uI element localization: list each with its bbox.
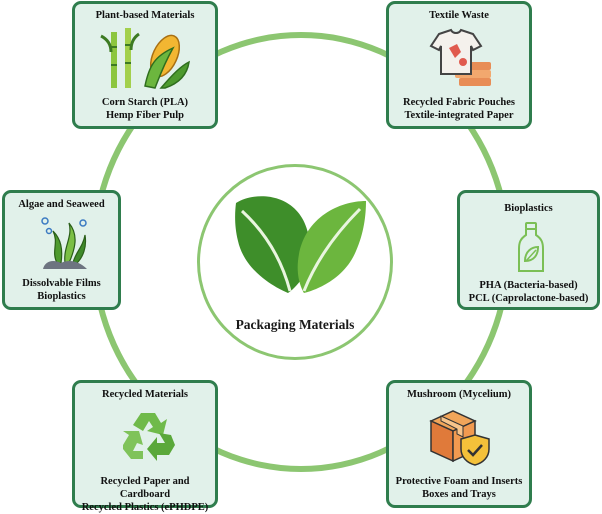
- card-line: Bioplastics: [37, 291, 86, 302]
- card-line: Hemp Fiber Pulp: [106, 110, 184, 121]
- card-line: PHA (Bacteria-based): [479, 280, 578, 291]
- card-title: Mushroom (Mycelium): [407, 389, 511, 400]
- card-line: Textile-integrated Paper: [404, 110, 514, 121]
- corn-bamboo-icon: [100, 28, 190, 89]
- center-title: Packaging Materials: [235, 317, 355, 332]
- leaves-icon: [235, 196, 366, 293]
- card-line: Recycled Fabric Pouches: [403, 97, 515, 108]
- center-node: Packaging Materials: [197, 164, 393, 360]
- card-bioplastics: Bioplastics PHA (Bacteria-based) PCL (Ca…: [457, 190, 600, 310]
- card-title: Bioplastics: [504, 203, 553, 214]
- box-shield-icon: [429, 410, 490, 466]
- card-title: Textile Waste: [429, 10, 489, 21]
- card-line: Protective Foam and Inserts: [395, 476, 523, 487]
- card-line: Recycled Plastics (ePHDPE): [81, 502, 209, 513]
- card-algae-and-seaweed: Algae and Seaweed Dissolvable Films Biop…: [2, 190, 121, 310]
- card-title: Plant-based Materials: [95, 10, 195, 21]
- card-textile-waste: Textile Waste Recycled Fabric Pouches Te…: [386, 1, 532, 129]
- card-title: Algae and Seaweed: [18, 199, 105, 210]
- recycle-icon: [123, 413, 175, 461]
- tshirt-fabric-icon: [429, 28, 491, 86]
- card-line: Dissolvable Films: [22, 278, 101, 289]
- card-recycled-materials: Recycled Materials Recycled Paper and Ca…: [72, 380, 218, 513]
- card-line: Corn Starch (PLA): [101, 97, 189, 108]
- card-mushroom-mycelium: Mushroom (Mycelium) Protective Foam and …: [386, 380, 532, 508]
- card-line: Boxes and Trays: [422, 489, 496, 500]
- bottle-leaf-icon: [518, 222, 544, 272]
- card-line: Recycled Paper and Cardboard: [100, 476, 190, 500]
- card-title: Recycled Materials: [101, 389, 188, 400]
- card-plant-based-materials: Plant-based Materials Corn Starch (PLA) …: [72, 1, 218, 129]
- card-line: PCL (Caprolactone-based): [468, 293, 589, 304]
- seaweed-icon: [41, 217, 87, 269]
